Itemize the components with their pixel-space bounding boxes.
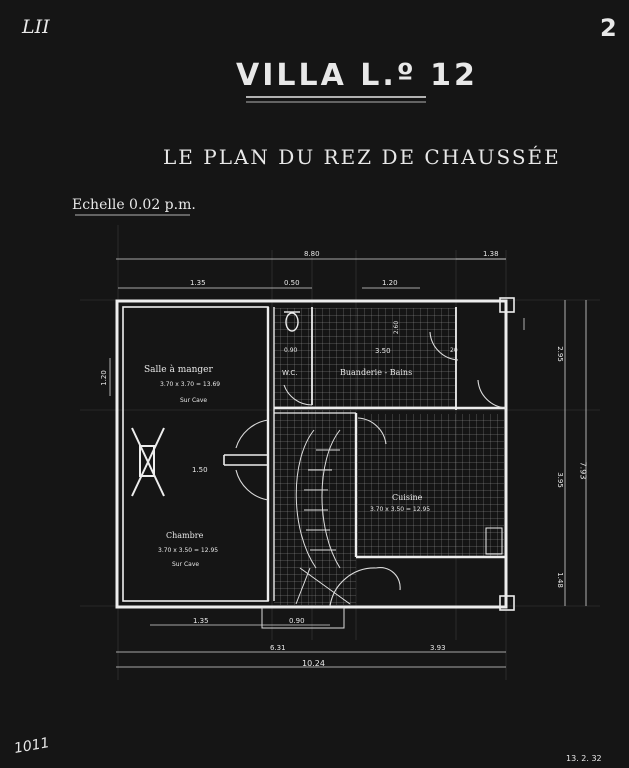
corner-roman-numeral: LII [22,16,50,38]
room-dining-name: Salle à manger [144,365,213,375]
staircase [295,429,351,605]
room-bath-name: Buanderie - Bains [340,368,413,377]
dim-bottom-right: 3.93 [430,644,446,652]
dimension-lines [109,258,587,668]
dim-wc-width: 0.90 [284,347,298,354]
scale-label: Echelle 0.02 p.m. [72,197,196,213]
room-bedroom-dims: 3.70 x 3.50 = 12.95 [158,547,219,554]
door-swings [235,331,507,607]
room-bedroom-note: Sur Cave [172,561,200,568]
drawing-subtitle: LE PLAN DU REZ DE CHAUSSÉE [163,145,561,169]
wc-fixture [284,311,300,332]
dim-mid-150: 1.50 [192,466,208,474]
room-dining-dims: 3.70 x 3.70 = 13.69 [160,381,221,388]
entrance-step [261,607,345,629]
dim-right-295: 2.95 [555,346,564,362]
drawing-title: VILLA L.º 12 [236,58,478,93]
dim-bottom-a: 1.35 [193,617,209,625]
dim-right-793: 7.93 [578,461,588,480]
room-kitchen-dims: 3.70 x 3.50 = 12.95 [370,506,431,513]
dim-top-a: 1.35 [190,279,206,287]
room-kitchen-name: Cuisine [392,493,423,502]
dim-top-c: 1.20 [382,279,398,287]
dim-bath-width: 3.50 [375,347,391,355]
room-bedroom-name: Chambre [166,531,204,540]
dim-right-395: 3.95 [555,472,564,488]
dim-right-148: 1.48 [555,572,564,588]
dim-top-b: 0.50 [284,279,300,287]
dim-bottom-left: 6.31 [270,644,286,652]
page-number: 2 [600,14,617,42]
room-dining-note: Sur Cave [180,397,208,404]
room-wc-name: W.C. [282,369,298,377]
dim-top-total: 8.80 [304,250,320,258]
dim-bottom-total: 10.24 [302,659,325,668]
title-underline [75,96,426,216]
drawing-date: 13. 2. 32 [566,754,602,763]
dim-bath-height: 2.60 [393,320,401,335]
tiled-floors [274,308,504,605]
walls [115,297,515,611]
radiator-cross [131,427,165,497]
dim-small-20: 20 [450,347,458,354]
dim-bottom-b: 0.90 [289,617,305,625]
dim-top-right: 1.38 [483,250,499,258]
dim-left-120: 1.20 [99,370,108,386]
